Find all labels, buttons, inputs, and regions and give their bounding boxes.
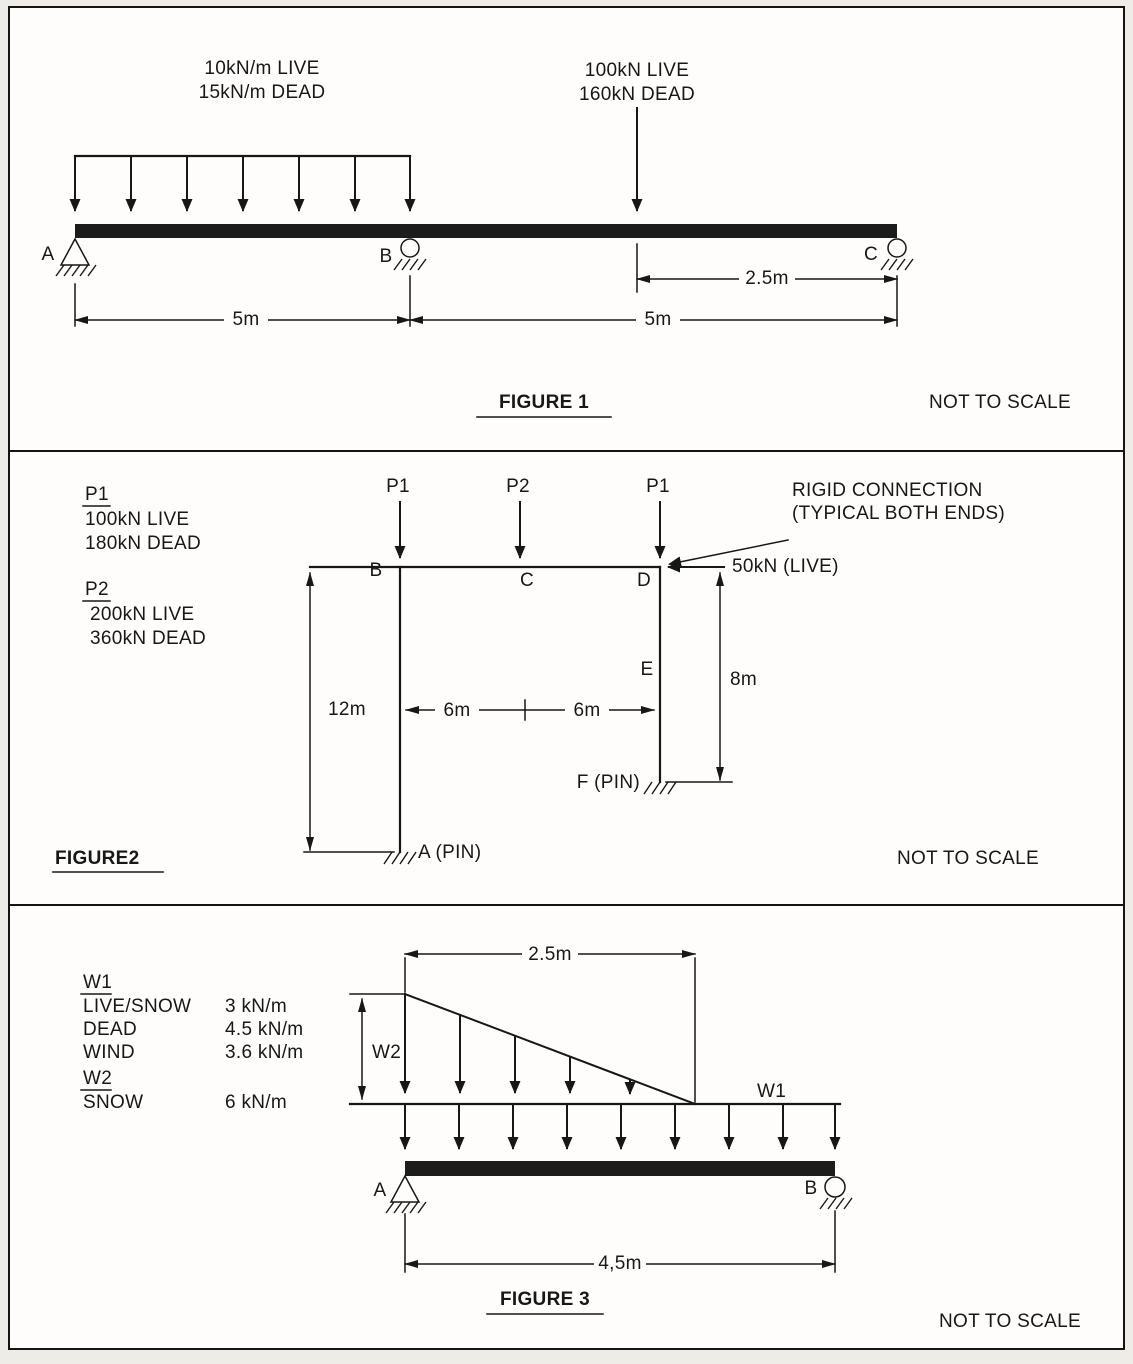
- horizontal-load-label: 50kN (LIVE): [732, 556, 839, 577]
- point-load-label-line1: 100kN LIVE: [585, 60, 689, 81]
- figure2-panel: P1 100kN LIVE 180kN DEAD P2 200kN LIVE 3…: [10, 452, 1123, 906]
- dimension-bays: [405, 699, 655, 721]
- w2-row1-value: 6 kN/m: [225, 1092, 287, 1113]
- dim-2-5m-label: 2.5m: [745, 268, 788, 289]
- uniform-load-w1: [348, 1102, 842, 1150]
- dimension-8m: [665, 572, 733, 783]
- p2-legend-dead: 360kN DEAD: [90, 628, 206, 649]
- node-d-label: D: [637, 570, 651, 591]
- w1-legend-header: W1: [83, 972, 112, 993]
- figure3-drawing: W1 LIVE/SNOW 3 kN/m DEAD 4.5 kN/m WIND 3…: [80, 944, 1081, 1332]
- udl-load-group: [69, 154, 416, 212]
- worksheet-sheet: 10kN/m LIVE 15kN/m DEAD 100kN LIVE 160kN…: [8, 6, 1125, 1350]
- node-e-label: E: [641, 659, 654, 680]
- w1-row1-value: 3 kN/m: [225, 996, 287, 1017]
- roller-support-c: [880, 238, 914, 271]
- roller-support-b: [393, 238, 427, 271]
- vertical-load-arrows: [394, 501, 666, 559]
- beam: [75, 224, 897, 238]
- dim-6m-right-label: 6m: [574, 700, 601, 721]
- beam3: [405, 1161, 835, 1176]
- figure1-drawing: 10kN/m LIVE 15kN/m DEAD 100kN LIVE 160kN…: [42, 58, 1071, 418]
- w1-row1-label: LIVE/SNOW: [83, 996, 191, 1017]
- support-a-label: A: [42, 244, 55, 265]
- node-c-label: C: [520, 570, 534, 591]
- pin-support-a: [55, 237, 97, 277]
- w1-row2-label: DEAD: [83, 1019, 137, 1040]
- rigid-connection-note-line1: RIGID CONNECTION: [792, 480, 983, 501]
- load-p1-at-b-label: P1: [386, 476, 410, 497]
- w1-row2-value: 4.5 kN/m: [225, 1019, 303, 1040]
- figure3-title: FIGURE 3: [500, 1289, 590, 1310]
- dim-8m-label: 8m: [730, 669, 757, 690]
- figure2-title: FIGURE2: [55, 848, 139, 869]
- dimension-spans: [74, 275, 898, 330]
- support-a-pin-label: A (PIN): [418, 842, 481, 863]
- dimension-top-2-5m: [404, 944, 696, 1103]
- p1-legend-live: 100kN LIVE: [85, 509, 189, 530]
- support-b-label: B: [380, 246, 393, 267]
- w2-load-label: W2: [372, 1042, 401, 1063]
- load-p2-at-c-label: P2: [506, 476, 530, 497]
- w1-row3-value: 3.6 kN/m: [225, 1042, 303, 1063]
- dim-span-4-5m-label: 4,5m: [598, 1253, 641, 1274]
- load-p1-at-d-label: P1: [646, 476, 670, 497]
- dim-span-bc-label: 5m: [645, 309, 672, 330]
- dim-12m-label: 12m: [328, 699, 366, 720]
- pin-support-a3: [385, 1174, 427, 1214]
- point-load-label-line2: 160kN DEAD: [579, 84, 695, 105]
- support-c-label: C: [864, 244, 878, 265]
- rigid-connection-note-line2: (TYPICAL BOTH ENDS): [792, 503, 1005, 524]
- figure1-not-to-scale: NOT TO SCALE: [929, 392, 1071, 413]
- p2-legend-live: 200kN LIVE: [90, 604, 194, 625]
- rigid-connection-leader-arrow: [668, 539, 789, 568]
- figure3-not-to-scale: NOT TO SCALE: [939, 1311, 1081, 1332]
- figure1-title: FIGURE 1: [499, 392, 589, 413]
- roller-support-b3: [819, 1176, 853, 1210]
- dim-top-2-5m-label: 2.5m: [528, 944, 571, 965]
- support-f-pin-label: F (PIN): [577, 772, 640, 793]
- node-b-label: B: [370, 560, 383, 581]
- figure2-not-to-scale: NOT TO SCALE: [897, 848, 1039, 869]
- triangular-load-w2: [349, 992, 697, 1106]
- p2-legend-header: P2: [85, 579, 109, 600]
- dimension-span-4-5m: [404, 1210, 836, 1274]
- pin-support-a2: [383, 851, 417, 865]
- pin-support-f: [643, 781, 677, 795]
- udl-load-label-line1: 10kN/m LIVE: [204, 58, 319, 79]
- dimension-12m: [303, 572, 395, 853]
- w1-load-label: W1: [757, 1081, 786, 1102]
- dimension-2-5m: [636, 243, 898, 327]
- figure3-panel: W1 LIVE/SNOW 3 kN/m DEAD 4.5 kN/m WIND 3…: [10, 906, 1123, 1348]
- figure2-drawing: P1 100kN LIVE 180kN DEAD P2 200kN LIVE 3…: [52, 476, 1039, 873]
- w2-legend-header: W2: [83, 1068, 112, 1089]
- dim-span-ab-label: 5m: [233, 309, 260, 330]
- udl-load-label-line2: 15kN/m DEAD: [199, 82, 326, 103]
- p1-legend-dead: 180kN DEAD: [85, 533, 201, 554]
- dim-6m-left-label: 6m: [444, 700, 471, 721]
- support-a3-label: A: [374, 1180, 387, 1201]
- frame-members: [308, 565, 662, 854]
- support-b3-label: B: [805, 1178, 818, 1199]
- w1-row3-label: WIND: [83, 1042, 135, 1063]
- figure1-panel: 10kN/m LIVE 15kN/m DEAD 100kN LIVE 160kN…: [10, 8, 1123, 452]
- w2-row1-label: SNOW: [83, 1092, 143, 1113]
- p1-legend-header: P1: [85, 484, 109, 505]
